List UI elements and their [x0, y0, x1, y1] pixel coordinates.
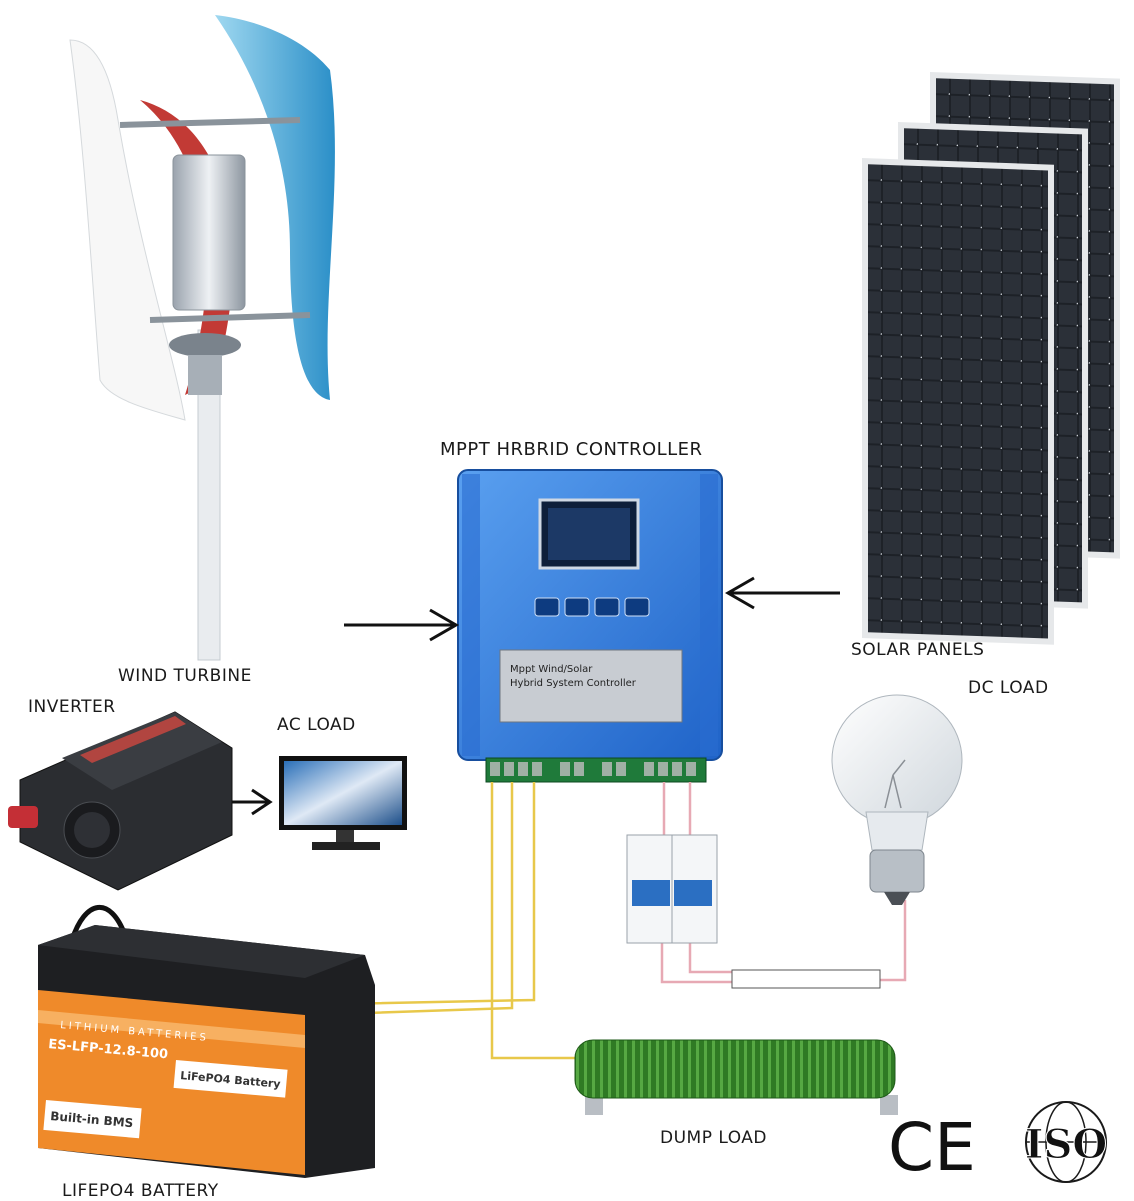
- controller-label-line1: Mppt Wind/Solar: [510, 664, 593, 675]
- blue-blade: [215, 15, 335, 400]
- wind-turbine: [69, 15, 335, 661]
- light-bulb: [831, 694, 963, 905]
- yellow-wires: [337, 782, 575, 1060]
- red-terminal-icon: [8, 806, 38, 828]
- iso-badge: ISO: [1024, 1101, 1108, 1183]
- hybrid-controller: Mppt Wind/Solar Hybrid System Controller: [457, 469, 723, 783]
- ac-load-label: AC LOAD: [277, 715, 356, 735]
- controller-label-line2: Hybrid System Controller: [510, 678, 637, 689]
- wind-turbine-label: WIND TURBINE: [118, 666, 252, 686]
- dump-load-label: DUMP LOAD: [660, 1128, 768, 1148]
- ac-load-monitor: [279, 756, 407, 850]
- controller-label: MPPT HRBRID CONTROLLER: [440, 439, 703, 460]
- dc-load-label: DC LOAD: [968, 678, 1049, 698]
- white-blade: [69, 39, 186, 421]
- fuse: [731, 969, 881, 989]
- inverter-label: INVERTER: [28, 697, 116, 717]
- control-buttons: [534, 597, 650, 617]
- iso-text: ISO: [1025, 1121, 1107, 1168]
- circuit-breaker: [626, 834, 718, 944]
- monitor-screen: [284, 761, 402, 825]
- solar-panels-label: SOLAR PANELS: [851, 640, 985, 660]
- battery-label: LIFEPO4 BATTERY: [62, 1181, 219, 1201]
- inverter: [8, 711, 233, 891]
- ce-mark: CE: [888, 1109, 976, 1186]
- generator-cylinder: [172, 154, 246, 311]
- arrow-inverter-to-ac-load: [228, 788, 273, 816]
- solar-panels: [862, 71, 1120, 645]
- controller-label-plate: [499, 649, 683, 723]
- dump-load-resistor: [574, 1039, 898, 1115]
- lifepo4-battery: LITHIUM BATTERIES ES-LFP-12.8-100 LiFePO…: [38, 904, 375, 1178]
- arrow-wind-to-controller: [344, 608, 460, 642]
- arrow-solar-to-controller: [724, 576, 840, 610]
